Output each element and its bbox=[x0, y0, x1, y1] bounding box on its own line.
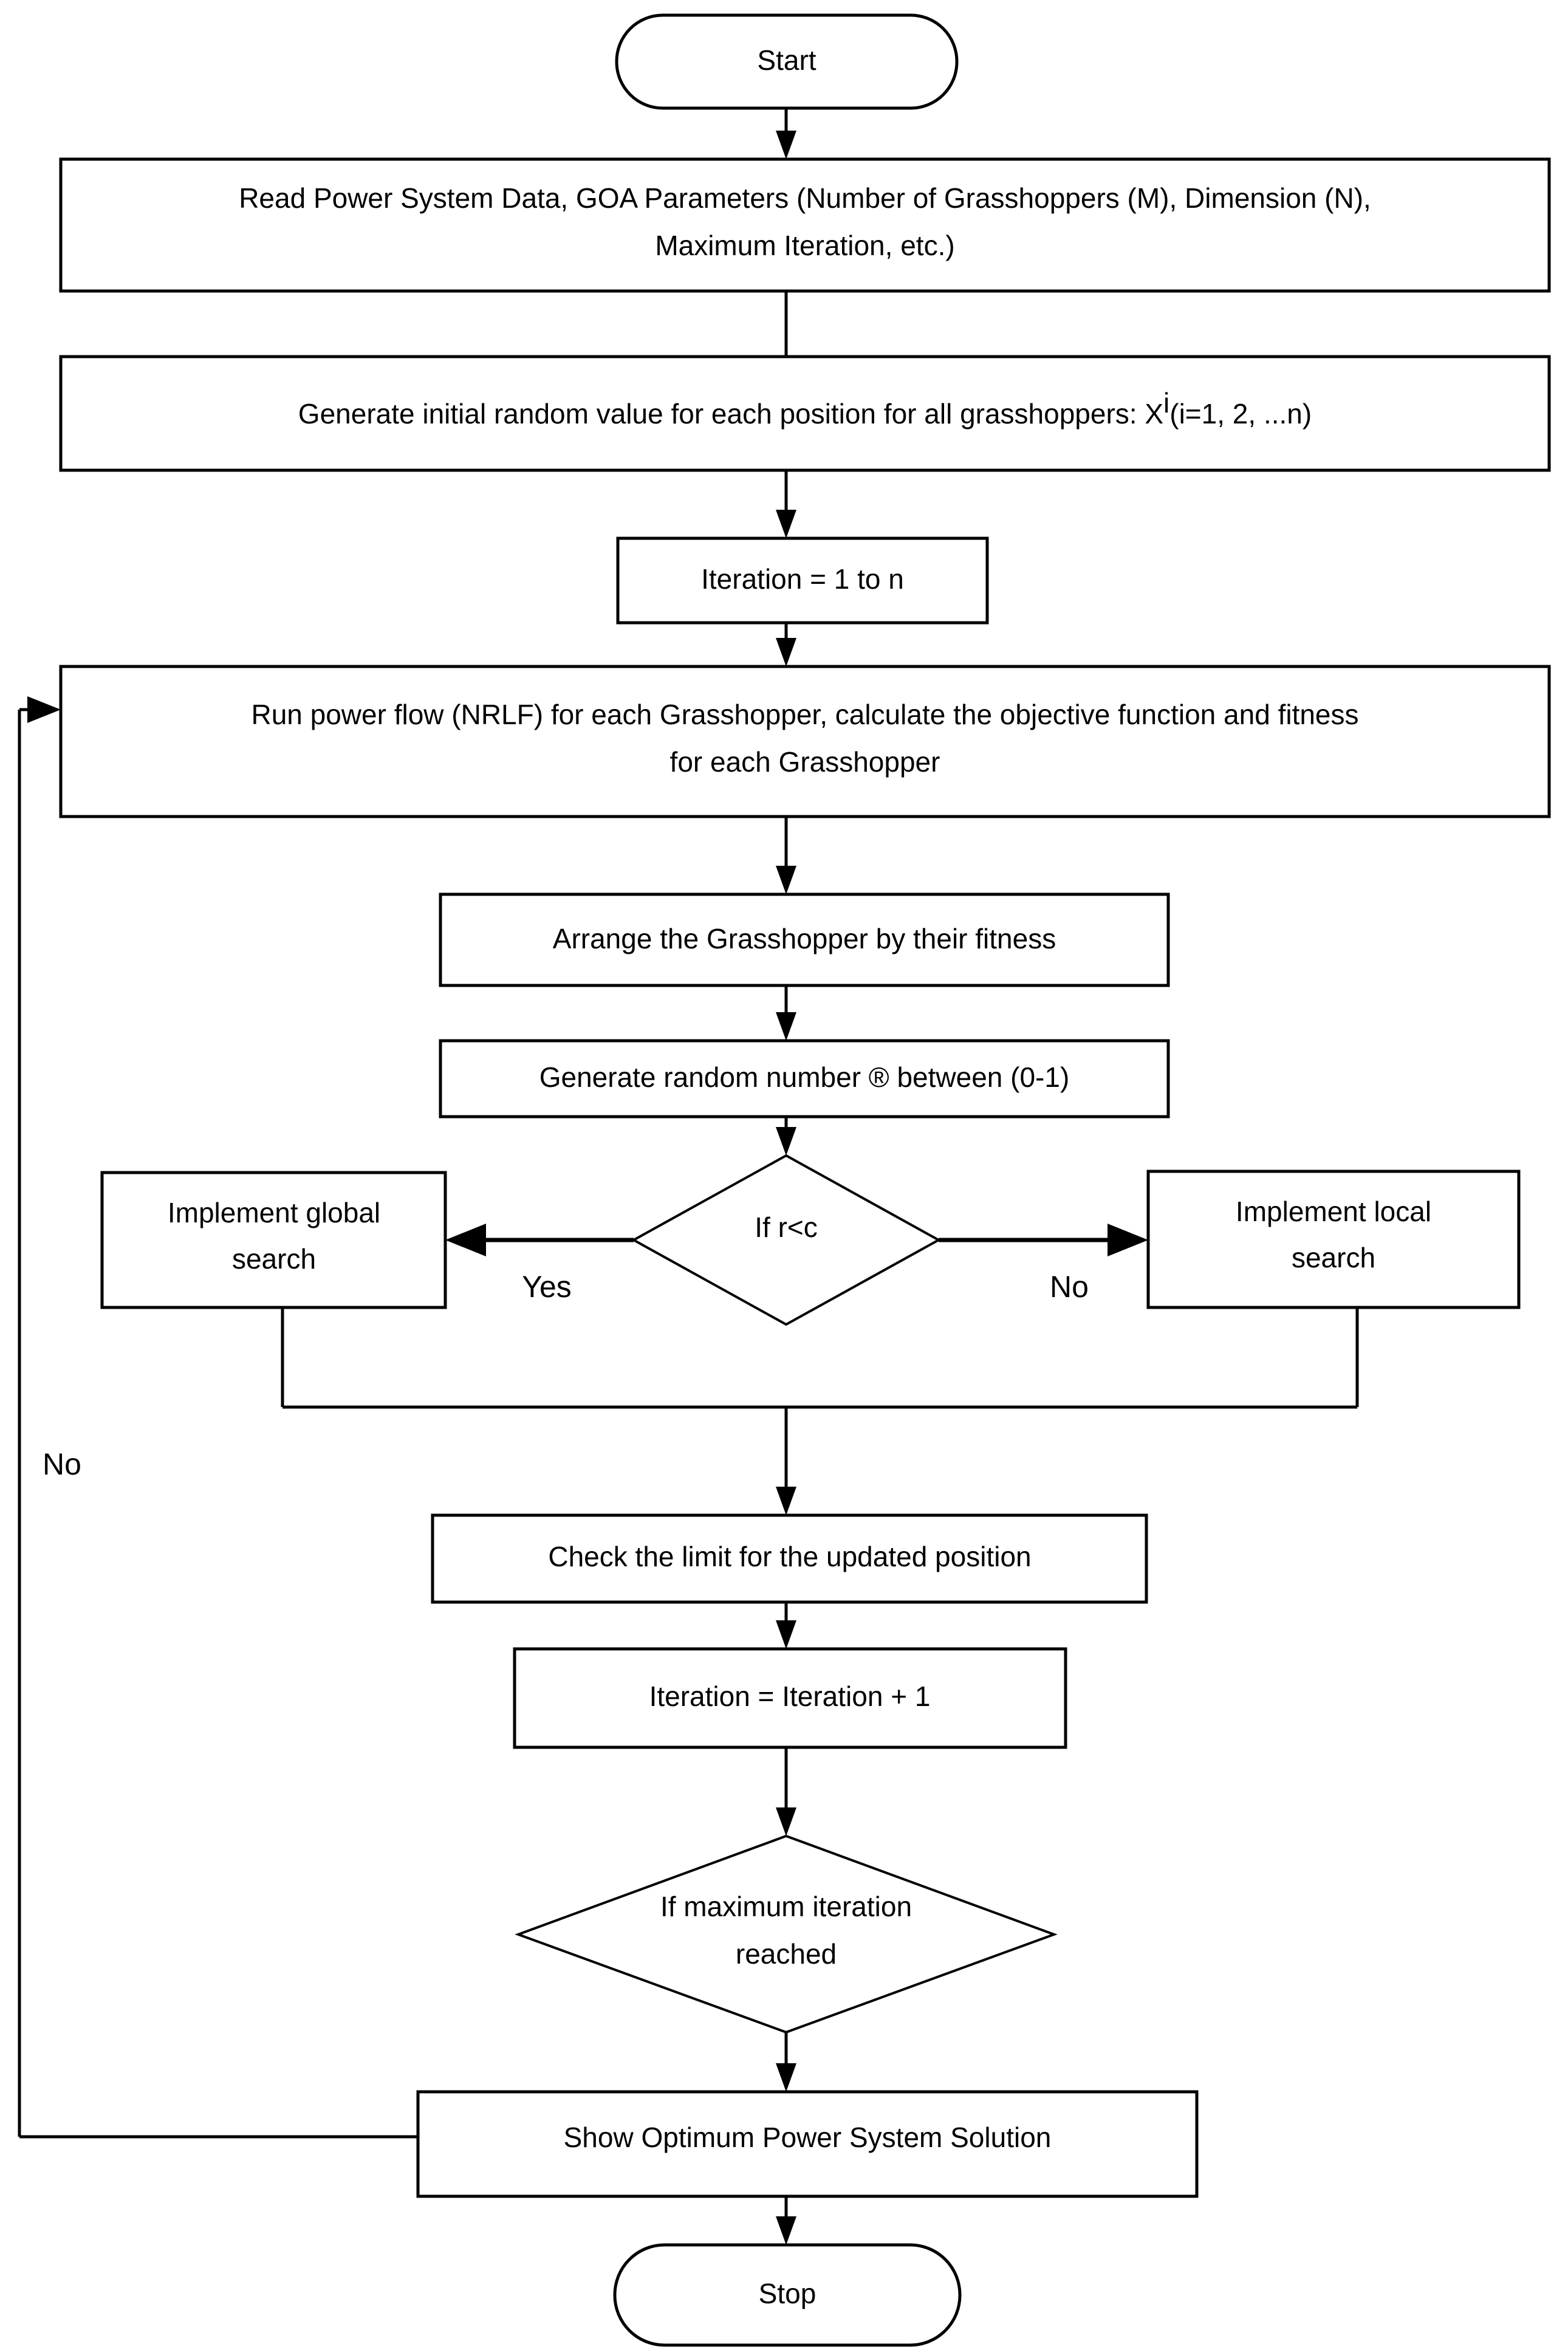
connector-decision-rc-to-local-search-no bbox=[939, 1224, 1148, 1256]
node-read-data-label-line2: Maximum Iteration, etc.) bbox=[655, 230, 954, 261]
connector-decision-max-iter-to-show-solution bbox=[776, 2032, 796, 2092]
edge-label-no-loop: No bbox=[43, 1447, 81, 1481]
node-start[interactable]: Start bbox=[615, 13, 959, 110]
node-iteration-loop-label: Iteration = 1 to n bbox=[701, 563, 904, 595]
node-generate-initial[interactable]: Generate initial random value for each p… bbox=[59, 355, 1551, 472]
node-generate-initial-text-after: (i=1, 2, ...n) bbox=[1169, 398, 1312, 430]
connector-arrange-to-generate-random bbox=[776, 985, 796, 1041]
node-generate-initial-text-before: Generate initial random value for each p… bbox=[298, 398, 1163, 430]
node-generate-random[interactable]: Generate random number ® between (0-1) bbox=[439, 1039, 1170, 1118]
connector-generate-random-to-decision-rc bbox=[776, 1117, 796, 1156]
edge-label-yes: Yes bbox=[522, 1270, 572, 1304]
node-global-search[interactable]: Implement global search bbox=[100, 1171, 447, 1309]
node-decision-max-iter-label-line2: reached bbox=[736, 1938, 837, 1970]
node-show-solution[interactable]: Show Optimum Power System Solution bbox=[416, 2090, 1199, 2198]
node-local-search-label-line2: search bbox=[1292, 1242, 1375, 1273]
connector-generate-initial-to-iteration-loop bbox=[776, 470, 796, 538]
node-global-search-label-line1: Implement global bbox=[168, 1197, 380, 1228]
node-check-limit[interactable]: Check the limit for the updated position bbox=[431, 1513, 1148, 1604]
node-run-power-flow[interactable]: Run power flow (NRLF) for each Grasshopp… bbox=[59, 665, 1551, 818]
node-decision-max-iter[interactable]: If maximum iteration reached bbox=[515, 1834, 1058, 2034]
node-arrange-label: Arrange the Grasshopper by their fitness bbox=[553, 923, 1056, 954]
node-iteration-increment-label: Iteration = Iteration + 1 bbox=[649, 1680, 931, 1712]
connector-start-to-read-data bbox=[776, 108, 796, 159]
node-generate-initial-superscript: i bbox=[1163, 387, 1169, 419]
connector-run-power-flow-to-arrange bbox=[776, 817, 796, 894]
connector-global-search-to-merge bbox=[281, 1307, 1357, 1409]
node-show-solution-label: Show Optimum Power System Solution bbox=[564, 2122, 1052, 2153]
connector-check-limit-to-iteration-increment bbox=[776, 1602, 796, 1649]
connector-iteration-loop-to-run-power-flow bbox=[776, 623, 796, 666]
node-read-data-label-line1: Read Power System Data, GOA Parameters (… bbox=[239, 182, 1371, 214]
connector-decision-rc-to-global-search-yes bbox=[445, 1224, 634, 1256]
node-run-power-flow-label-line1: Run power flow (NRLF) for each Grasshopp… bbox=[251, 699, 1358, 730]
node-global-search-label-line2: search bbox=[232, 1243, 316, 1275]
node-run-power-flow-label-line2: for each Grasshopper bbox=[670, 746, 940, 778]
connector-show-solution-to-stop bbox=[776, 2196, 796, 2245]
node-iteration-increment[interactable]: Iteration = Iteration + 1 bbox=[513, 1647, 1067, 1749]
node-decision-rc[interactable]: If r<c bbox=[631, 1154, 942, 1326]
node-read-data[interactable]: Read Power System Data, GOA Parameters (… bbox=[59, 157, 1551, 293]
node-local-search[interactable]: Implement local search bbox=[1146, 1170, 1521, 1309]
node-stop-label: Stop bbox=[759, 2278, 817, 2309]
node-decision-max-iter-label-line1: If maximum iteration bbox=[660, 1891, 912, 1922]
node-stop[interactable]: Stop bbox=[613, 2243, 962, 2347]
node-local-search-label-line1: Implement local bbox=[1236, 1196, 1431, 1227]
edge-label-no-right: No bbox=[1050, 1270, 1089, 1304]
node-decision-rc-label: If r<c bbox=[755, 1211, 818, 1243]
connector-merge-to-check-limit bbox=[776, 1407, 796, 1515]
node-iteration-loop[interactable]: Iteration = 1 to n bbox=[616, 536, 989, 625]
connector-iteration-increment-to-decision-max-iter bbox=[776, 1747, 796, 1836]
node-check-limit-label: Check the limit for the updated position bbox=[548, 1541, 1031, 1572]
connector-feedback-no-loop bbox=[18, 696, 418, 2139]
node-generate-random-label: Generate random number ® between (0-1) bbox=[539, 1061, 1070, 1093]
node-generate-initial-label: Generate initial random value for each p… bbox=[298, 387, 1312, 430]
node-start-label: Start bbox=[757, 44, 816, 76]
node-arrange[interactable]: Arrange the Grasshopper by their fitness bbox=[439, 892, 1170, 987]
